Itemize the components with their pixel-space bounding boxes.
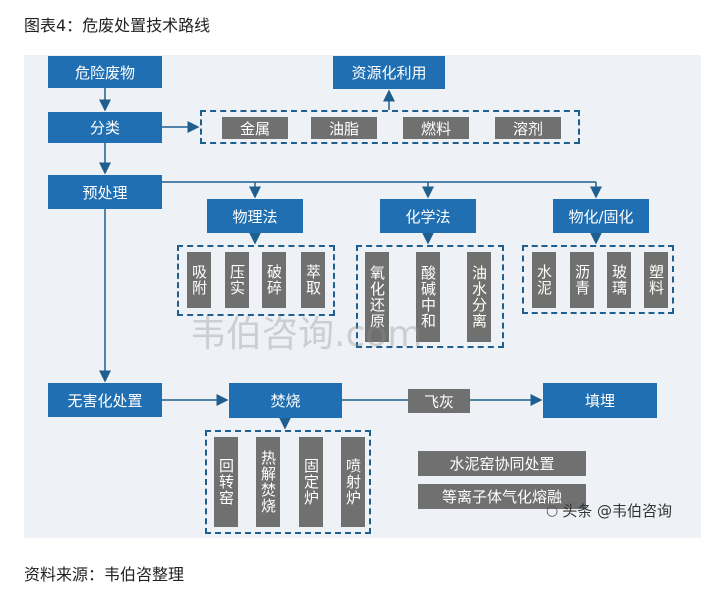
physical-item: 压实 xyxy=(225,252,249,308)
figure-title: 图表4：危废处置技术路线 xyxy=(24,16,211,35)
solid-item: 沥青 xyxy=(570,252,594,308)
resource-items-box xyxy=(200,110,580,144)
node-fly-ash: 飞灰 xyxy=(408,389,470,413)
node-classification: 分类 xyxy=(48,112,162,143)
node-resource-utilization: 资源化利用 xyxy=(333,56,445,89)
incineration-items-box xyxy=(205,430,371,534)
other-method-cement-kiln: 水泥窑协同处置 xyxy=(418,451,586,476)
other-method-plasma-gasification: 等离子体气化熔融 xyxy=(418,484,586,509)
resource-item: 油脂 xyxy=(311,117,377,139)
watermark: 韦伯咨询.com xyxy=(190,314,423,355)
chat-bubble-icon: ○ xyxy=(546,502,559,519)
node-hazardous-waste: 危险废物 xyxy=(48,56,162,88)
incineration-item: 回转窑 xyxy=(214,437,238,527)
resource-item: 金属 xyxy=(222,117,288,139)
corner-label-text: 头条 @韦伯咨询 xyxy=(562,502,672,520)
chemical-item: 酸碱中和 xyxy=(416,252,440,342)
node-pretreatment: 预处理 xyxy=(48,175,162,209)
physical-item: 萃取 xyxy=(301,252,325,308)
resource-item: 溶剂 xyxy=(495,117,561,139)
resource-item: 燃料 xyxy=(403,117,469,139)
node-physical-method: 物理法 xyxy=(207,199,303,233)
solid-item: 塑料 xyxy=(644,252,668,308)
solid-items-box xyxy=(522,245,674,314)
solid-item: 水泥 xyxy=(532,252,556,308)
node-chemical-method: 化学法 xyxy=(380,199,476,233)
source-note: 资料来源：韦伯咨整理 xyxy=(24,565,185,584)
incineration-item: 热解焚烧 xyxy=(256,437,280,527)
node-incineration: 焚烧 xyxy=(229,383,342,418)
node-solidification-method: 物化/固化 xyxy=(553,199,649,233)
incineration-item: 固定炉 xyxy=(299,437,323,527)
corner-label: ○ 头条 @韦伯咨询 xyxy=(546,500,672,521)
physical-item: 吸附 xyxy=(187,252,211,308)
chemical-items-box xyxy=(356,245,504,348)
node-landfill: 填埋 xyxy=(543,383,657,418)
physical-items-box xyxy=(177,245,335,316)
incineration-item: 喷射炉 xyxy=(341,437,365,527)
node-harmless-disposal: 无害化处置 xyxy=(48,383,162,417)
physical-item: 破碎 xyxy=(262,252,286,308)
solid-item: 玻璃 xyxy=(607,252,631,308)
chemical-item: 氧化还原 xyxy=(365,252,389,342)
chemical-item: 油水分离 xyxy=(467,252,491,342)
